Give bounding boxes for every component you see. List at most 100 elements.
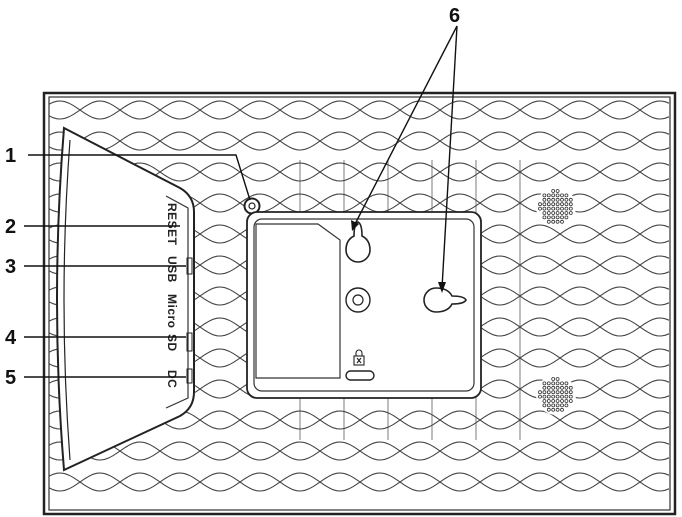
speaker-hole — [542, 215, 547, 220]
speaker-hole — [551, 377, 556, 381]
sd-port-label: SD — [165, 334, 179, 352]
callout-2: 2 — [5, 216, 16, 238]
stand-hinge-edge — [165, 195, 189, 409]
speaker-grille-top — [536, 187, 576, 227]
wave-line — [49, 441, 670, 461]
kensington-lock-icon — [353, 349, 365, 366]
label-area — [255, 223, 341, 379]
speaker-hole — [546, 394, 551, 399]
micro-port-label: Micro — [165, 294, 179, 329]
speaker-hole — [538, 202, 542, 207]
speaker-hole — [564, 399, 569, 403]
speaker-hole — [542, 394, 547, 399]
sd-slot-marker — [186, 332, 193, 352]
callout-4: 4 — [5, 327, 17, 349]
speaker-hole — [564, 202, 569, 207]
speaker-hole — [568, 197, 573, 202]
arrowhead-6b — [438, 282, 446, 293]
speaker-hole — [560, 211, 564, 215]
speaker-hole — [568, 394, 573, 399]
speaker-hole — [564, 215, 569, 220]
speaker-hole — [560, 215, 564, 220]
speaker-hole — [555, 193, 560, 198]
speaker-hole — [551, 399, 556, 403]
speaker-hole — [551, 403, 556, 408]
speaker-hole — [538, 206, 542, 211]
speaker-hole — [555, 206, 560, 211]
wave-line — [49, 131, 670, 151]
speaker-hole — [564, 193, 569, 198]
wave-line — [49, 131, 670, 151]
speaker-hole — [546, 381, 551, 386]
screw-hole-outer — [345, 287, 371, 313]
speaker-hole — [560, 193, 564, 198]
speaker-hole — [546, 202, 551, 207]
callout-3: 3 — [5, 256, 16, 278]
speaker-hole — [564, 197, 569, 202]
speaker-hole — [546, 211, 551, 215]
speaker-hole — [555, 407, 560, 412]
leader-line-6a — [353, 25, 458, 227]
speaker-hole — [551, 215, 556, 220]
speaker-hole — [560, 407, 564, 412]
leader-line-1 — [28, 154, 251, 201]
wave-line — [49, 162, 670, 182]
speaker-hole — [546, 197, 551, 202]
speaker-hole — [542, 403, 547, 408]
speaker-grille-bottom — [536, 375, 576, 415]
wave-line — [49, 100, 670, 120]
speaker-hole — [560, 197, 564, 202]
callout-6: 6 — [449, 5, 460, 27]
speaker-hole — [542, 385, 547, 390]
speaker-hole — [555, 399, 560, 403]
callout-5: 5 — [5, 367, 16, 389]
speaker-hole — [555, 377, 560, 381]
frame-inner-border — [48, 96, 671, 511]
speaker-hole — [564, 381, 569, 386]
speaker-hole — [542, 206, 547, 211]
usb-port-label: USB — [165, 256, 179, 283]
speaker-hole — [546, 407, 551, 412]
speaker-hole — [555, 390, 560, 395]
speaker-hole — [564, 211, 569, 215]
leader-line-6b — [441, 25, 458, 289]
speaker-hole — [568, 206, 573, 211]
speaker-hole — [551, 211, 556, 215]
speaker-hole — [555, 211, 560, 215]
keyhole-vertical — [345, 221, 371, 263]
stand-outline — [56, 126, 195, 472]
speaker-hole — [555, 197, 560, 202]
wave-line — [49, 472, 670, 492]
speaker-hole — [560, 381, 564, 386]
speaker-hole — [546, 385, 551, 390]
callout-1: 1 — [5, 145, 16, 167]
wave-line — [49, 441, 670, 461]
speaker-hole — [542, 399, 547, 403]
speaker-hole — [546, 219, 551, 224]
speaker-hole — [546, 399, 551, 403]
speaker-hole — [546, 215, 551, 220]
speaker-hole — [560, 219, 564, 224]
speaker-hole — [546, 206, 551, 211]
speaker-hole — [555, 403, 560, 408]
speaker-hole — [555, 394, 560, 399]
speaker-hole — [546, 390, 551, 395]
stand-inner-edge — [63, 139, 71, 461]
speaker-hole — [551, 381, 556, 386]
dc-jack-marker — [186, 368, 193, 384]
speaker-hole — [538, 394, 542, 399]
speaker-hole — [555, 385, 560, 390]
speaker-hole — [551, 407, 556, 412]
speaker-hole — [546, 193, 551, 198]
speaker-hole — [560, 390, 564, 395]
speaker-hole — [555, 215, 560, 220]
speaker-hole — [546, 403, 551, 408]
speaker-hole — [542, 197, 547, 202]
wave-line — [49, 100, 670, 120]
speaker-hole — [568, 385, 573, 390]
speaker-hole — [555, 381, 560, 386]
speaker-hole — [560, 202, 564, 207]
speaker-hole — [568, 399, 573, 403]
speaker-hole — [538, 390, 542, 395]
